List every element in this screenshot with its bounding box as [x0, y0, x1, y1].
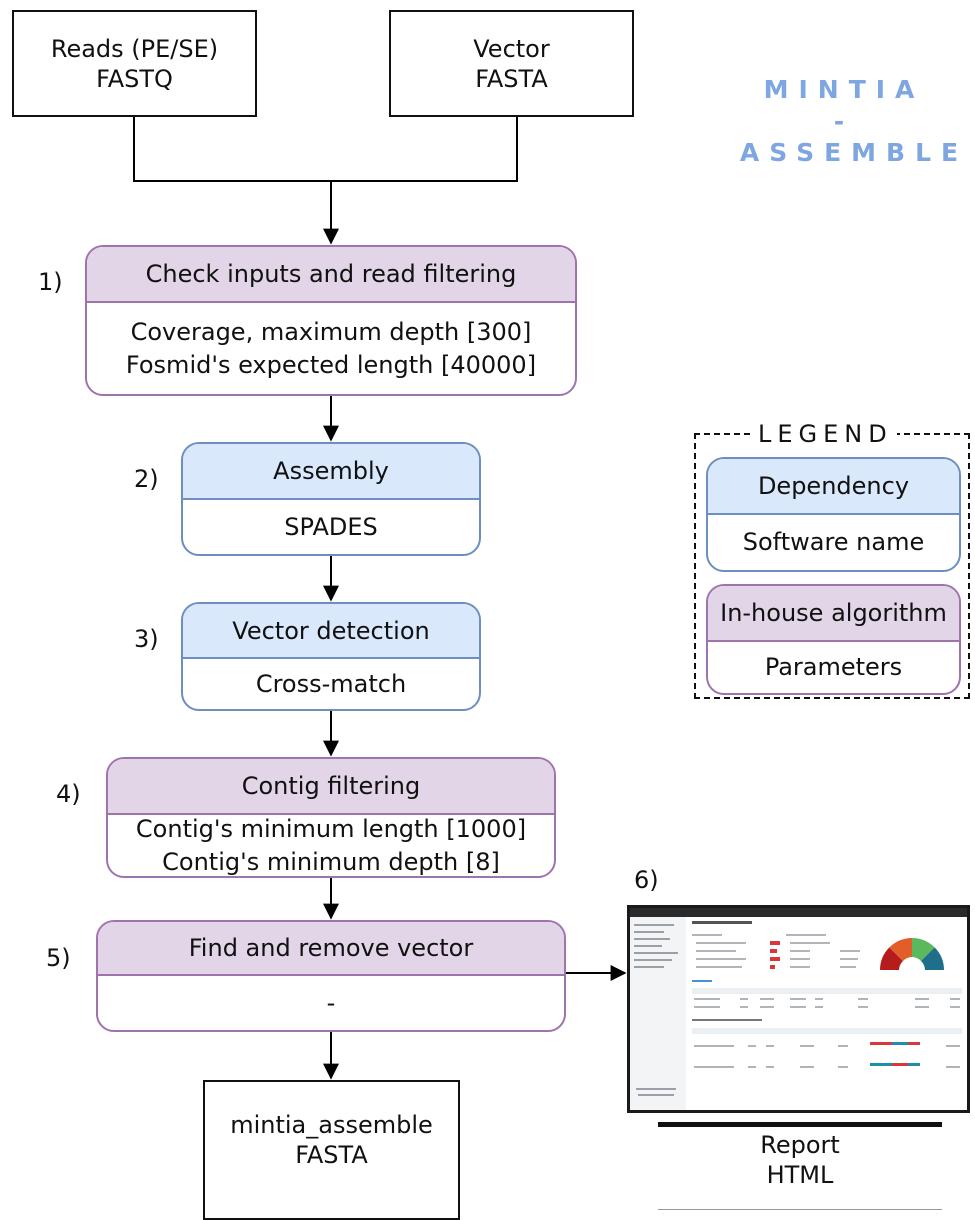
legend-dependency-header: Dependency — [708, 459, 959, 515]
step5-box: Find and remove vector - — [96, 920, 566, 1032]
report-caption-line1: Report — [760, 1131, 840, 1159]
step4-number: 4) — [56, 780, 81, 808]
step4-body: Contig's minimum length [1000] Contig's … — [108, 815, 554, 876]
report-number: 6) — [634, 866, 659, 894]
report-gauge — [880, 938, 944, 982]
step1-body-line1: Coverage, maximum depth [300] — [130, 317, 532, 346]
step2-body: SPADES — [183, 500, 479, 554]
step3-box: Vector detection Cross-match — [181, 602, 481, 711]
legend-inhouse-body: Parameters — [708, 642, 959, 693]
step3-number: 3) — [134, 625, 159, 653]
step5-body: - — [98, 976, 564, 1030]
report-caption: Report HTML — [700, 1130, 900, 1190]
legend-inhouse-body-text: Parameters — [764, 653, 903, 681]
step4-box: Contig filtering Contig's minimum length… — [106, 757, 556, 878]
merge-connector — [133, 117, 518, 182]
step4-header: Contig filtering — [108, 759, 554, 815]
step1-body: Coverage, maximum depth [300] Fosmid's e… — [87, 303, 575, 394]
step3-header: Vector detection — [183, 604, 479, 659]
legend-dependency: Dependency Software name — [706, 457, 961, 572]
step2-body-line1: SPADES — [284, 512, 378, 541]
step1-body-line2: Fosmid's expected length [40000] — [125, 350, 537, 379]
legend-inhouse: In-house algorithm Parameters — [706, 584, 961, 695]
step4-body-line1: Contig's minimum length [1000] — [135, 814, 527, 843]
title-line3: ASSEMBLE — [739, 138, 969, 167]
reads-input-line1: Reads (PE/SE) — [50, 34, 219, 63]
step1-box: Check inputs and read filtering Coverage… — [85, 245, 577, 396]
legend-dependency-body-text: Software name — [742, 528, 925, 556]
title-line2: - — [833, 107, 855, 136]
step3-body-line1: Cross-match — [255, 669, 407, 698]
reads-input-line2: FASTQ — [96, 64, 173, 93]
step3-body: Cross-match — [183, 659, 479, 709]
step1-number: 1) — [38, 268, 63, 296]
step5-header: Find and remove vector — [98, 922, 564, 976]
report-bottom-rule — [658, 1209, 942, 1210]
report-thumbnail — [627, 905, 970, 1113]
step2-number: 2) — [134, 465, 159, 493]
legend-inhouse-header: In-house algorithm — [708, 586, 959, 642]
output-line2: FASTA — [295, 1141, 368, 1169]
output-line1: mintia_assemble — [230, 1111, 433, 1139]
report-caption-line2: HTML — [766, 1161, 834, 1189]
vector-input-line2: FASTA — [475, 64, 548, 93]
step5-body-line1: - — [326, 988, 336, 1017]
vector-input-box: Vector FASTA — [389, 10, 634, 117]
legend-title: LEGEND — [754, 420, 897, 448]
vector-input-line1: Vector — [473, 34, 550, 63]
report-underline — [658, 1122, 942, 1127]
title-line1: MINTIA — [763, 75, 925, 104]
reads-input-box: Reads (PE/SE) FASTQ — [12, 10, 257, 117]
step5-number: 5) — [46, 944, 71, 972]
step1-header: Check inputs and read filtering — [87, 247, 575, 303]
legend-dependency-body: Software name — [708, 515, 959, 570]
report-preview-image — [630, 908, 967, 1110]
step4-body-line2: Contig's minimum depth [8] — [162, 847, 500, 876]
output-box: mintia_assemble FASTA — [203, 1080, 460, 1220]
step2-header: Assembly — [183, 444, 479, 500]
step2-box: Assembly SPADES — [181, 442, 481, 556]
